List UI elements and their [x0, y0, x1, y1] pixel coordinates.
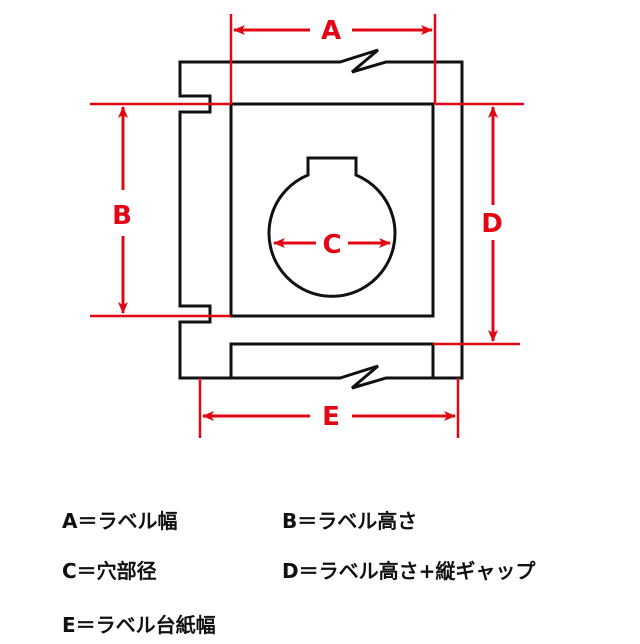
dimension-e-letter: E	[322, 402, 340, 432]
legend-item-b: B＝ラベル高さ	[282, 509, 418, 533]
label-dimension-diagram: A B C D E	[90, 14, 524, 438]
dimension-b-letter: B	[112, 201, 132, 231]
dimension-d-letter: D	[481, 209, 503, 239]
legend-item-d: D＝ラベル高さ+縦ギャップ	[282, 559, 536, 583]
legend-item-a: A＝ラベル幅	[62, 509, 178, 533]
legend-item-c: C＝穴部径	[62, 559, 157, 583]
label-outline	[229, 102, 435, 318]
next-label-outline	[229, 342, 435, 378]
dimension-c-letter: C	[322, 230, 341, 260]
legend-item-e: E＝ラベル台紙幅	[62, 613, 216, 637]
dimension-a-letter: A	[321, 16, 341, 46]
keyhole-hole	[267, 156, 397, 298]
liner-outline	[178, 48, 464, 390]
